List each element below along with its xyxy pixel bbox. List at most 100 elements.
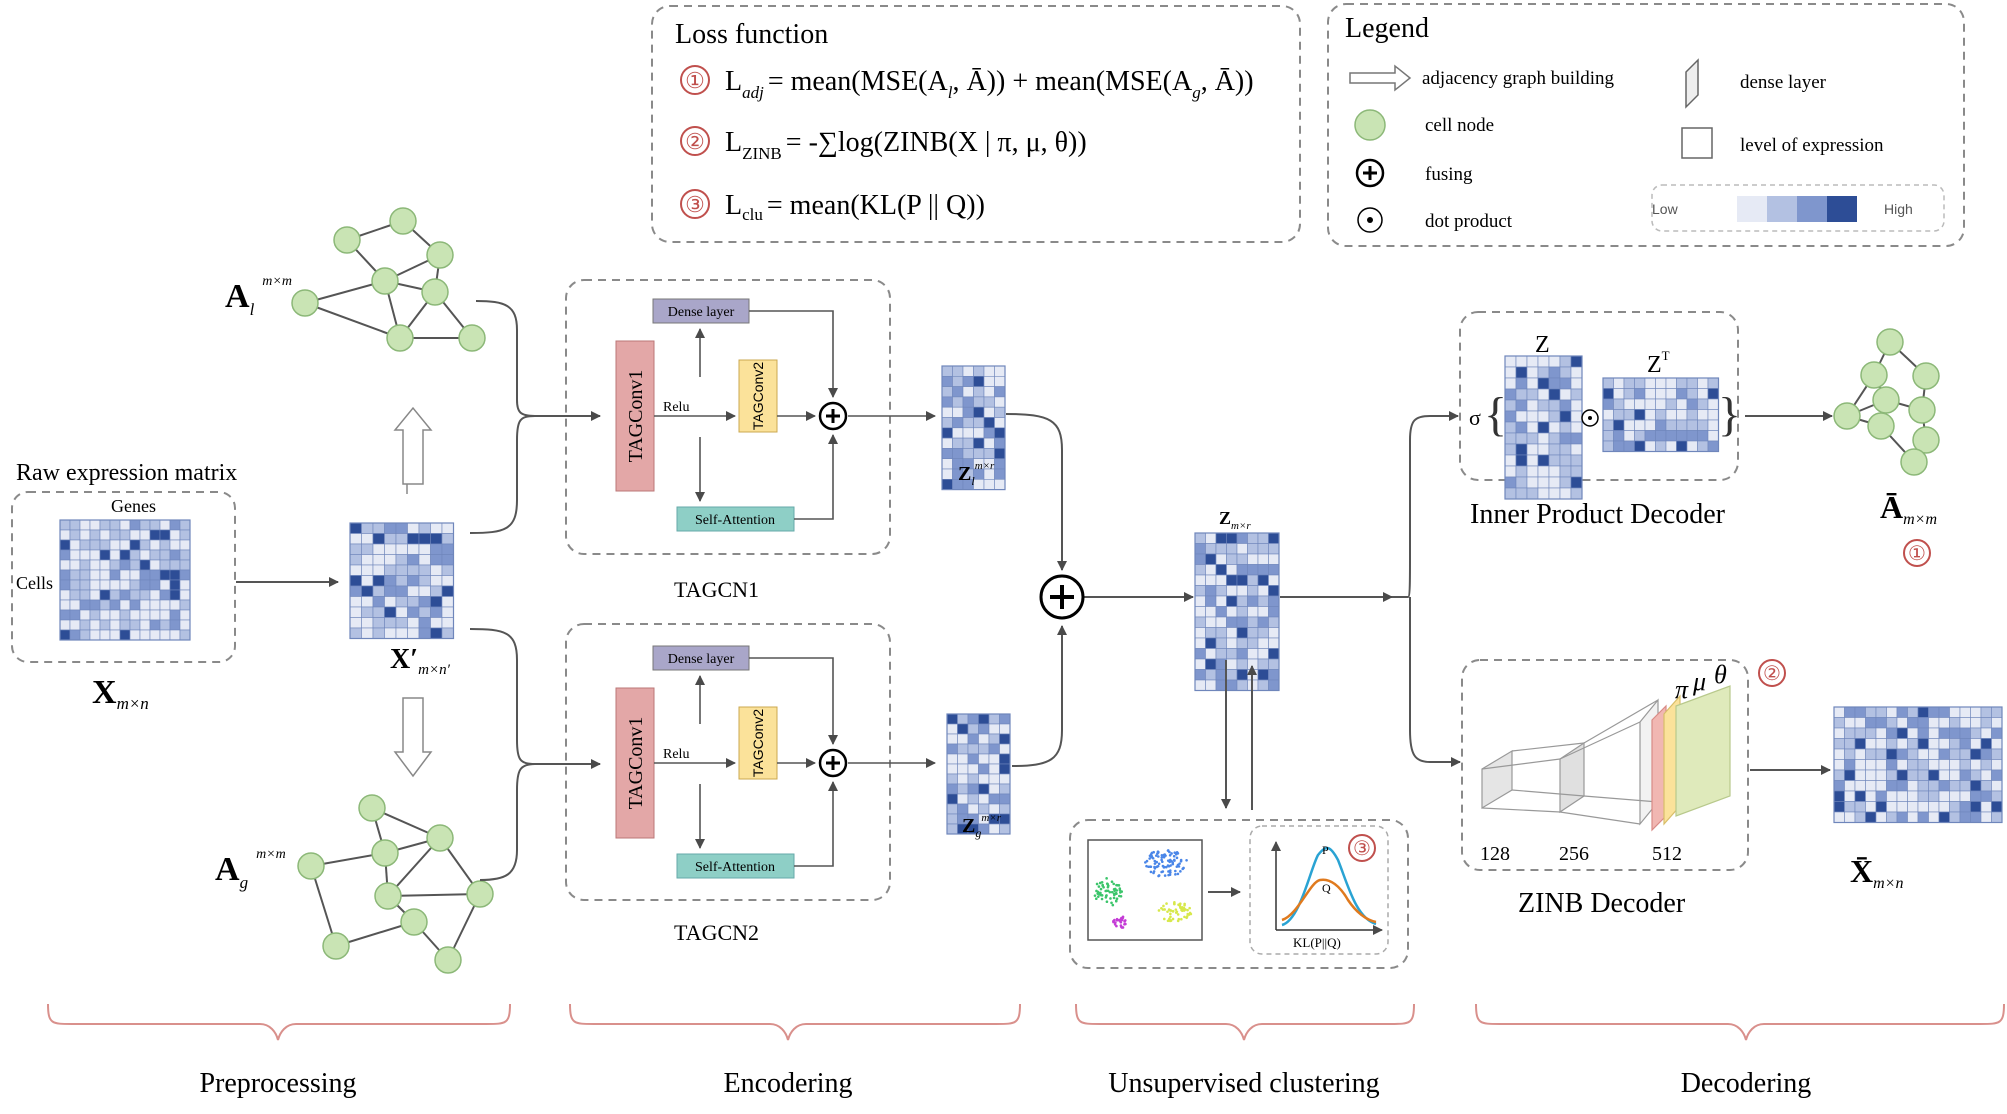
matrix-cell [967,743,979,755]
matrix-cell [1938,706,1950,718]
loss-clu-formula: Lclu= mean(KL(P || Q)) [725,190,985,224]
matrix-cell [1938,759,1950,771]
matrix-cell [129,569,141,581]
tsne-point [1100,880,1104,884]
matrix-cell [159,579,171,591]
matrix-cell [1613,409,1625,421]
matrix-cell [1980,780,1992,792]
matrix-cell [89,629,101,641]
matrix-cell [99,519,111,531]
al-label: Alm×m [225,274,292,319]
matrix-cell [109,539,121,551]
matrix-cell [418,564,431,576]
matrix-cell [1226,627,1238,639]
matrix-cell [1194,585,1206,597]
matrix-cell [1559,465,1572,478]
matrix-cell [119,609,131,621]
tagconv2-label: TAGConv2 [750,709,766,777]
cell-node [291,289,319,317]
self-attention-label: Self-Attention [695,513,775,528]
matrix-cell [372,627,385,639]
matrix-cell [1980,748,1992,760]
matrix-cell [1236,637,1248,649]
matrix-cell [1886,790,1898,802]
matrix-cell [59,569,71,581]
matrix-cell [1928,780,1940,792]
tsne-point [1171,909,1175,913]
matrix-cell [1257,637,1269,649]
matrix-cell [89,519,101,531]
q-curve [1281,878,1377,924]
matrix-cell [1854,801,1866,813]
tsne-point [1170,852,1173,855]
matrix-cell [952,437,964,449]
matrix-cell [159,559,171,571]
matrix-cell [1844,790,1856,802]
matrix-cell [361,543,374,555]
matrix-cell [169,549,181,561]
matrix-cell [952,406,964,418]
tsne-point [1189,912,1193,916]
matrix-cell [1865,780,1877,792]
matrix-cell [89,539,101,551]
tsne-point [1157,909,1161,912]
kl-label: KL(P||Q) [1293,935,1341,950]
matrix-cell [1896,790,1908,802]
matrix-cell [978,783,990,795]
tagconv1-block [615,340,655,492]
matrix-cell [962,396,974,408]
matrix-cell [983,375,995,387]
matrix-cell [1676,409,1688,421]
matrix-cell [1257,669,1269,681]
matrix-cell [1226,532,1238,544]
matrix-cell [361,522,374,534]
matrix-cell [988,763,1000,775]
matrix-cell [1268,532,1280,544]
tsne-point [1100,894,1104,897]
matrix-cell [1559,421,1572,434]
matrix-cell [1548,476,1561,489]
tsne-point [1183,902,1186,906]
matrix-cell [1686,388,1698,400]
cell-node [1908,396,1936,424]
cell-node [1900,448,1928,476]
matrix-cell [999,803,1011,815]
matrix-cell [1205,595,1217,607]
matrix-cell [1613,398,1625,410]
matrix-cell [962,427,974,439]
matrix-cell [1970,759,1982,771]
cell-node [358,794,386,822]
tsne-point [1155,865,1159,869]
layer-512-label: 512 [1652,843,1682,865]
matrix-cell [1236,669,1248,681]
matrix-cell [1226,616,1238,628]
clu-num: ③ [1353,838,1371,860]
matrix-cell [384,585,397,597]
matrix-cell [1205,585,1217,597]
matrix-cell [179,519,191,531]
matrix-cell [1247,543,1259,555]
matrix-cell [1980,769,1992,781]
matrix-cell [957,713,969,725]
matrix-cell [1194,627,1206,639]
matrix-cell [999,773,1011,785]
matrix-cell [1886,811,1898,823]
matrix-cell [1896,801,1908,813]
matrix-cell [946,773,958,785]
tsne-point [1175,856,1179,860]
matrix-cell [1236,574,1248,586]
tsne-point [1118,887,1122,890]
matrix-cell [978,763,990,775]
matrix-cell [441,564,454,576]
matrix-cell [1970,717,1982,729]
matrix-cell [1515,421,1528,434]
matrix-cell [946,823,958,835]
hollow-arrow-up-shape [393,406,433,485]
matrix-cell [129,559,141,571]
matrix-cell [159,609,171,621]
tsne-point [1160,853,1164,857]
loss-adj: ① Ladj= mean(MSE(Al, Ā)) + mean(MSE(Ag, … [680,65,1254,102]
matrix-cell [89,619,101,631]
matrix-cell [1613,388,1625,400]
tsne-point [1161,908,1165,911]
